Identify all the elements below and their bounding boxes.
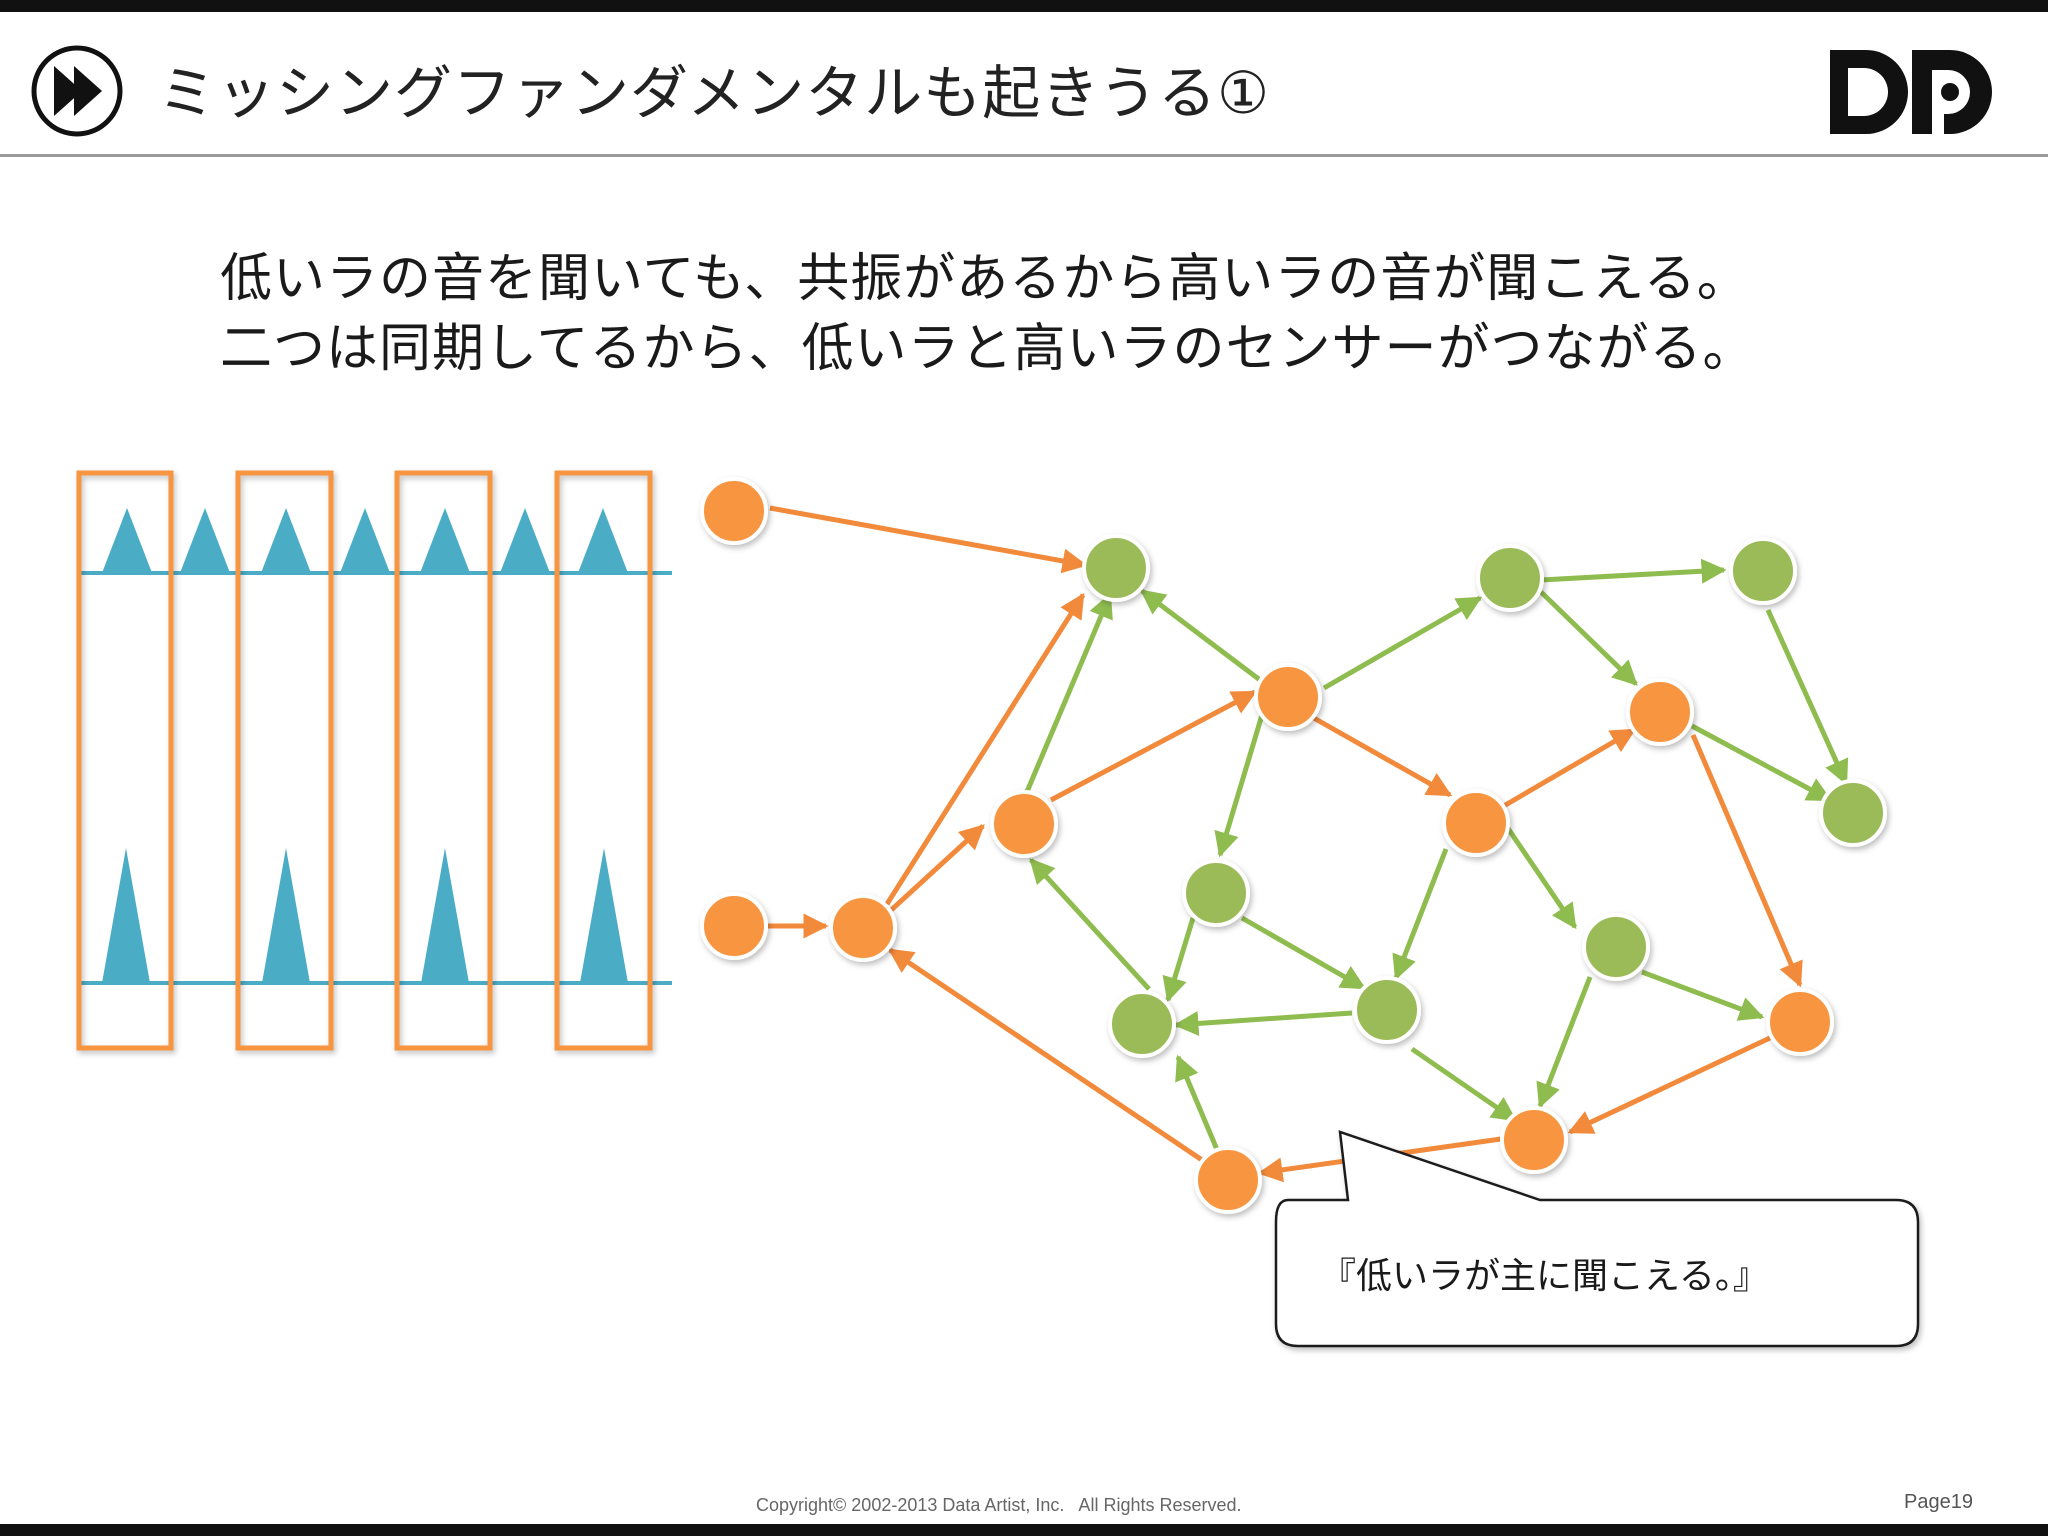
node-orange — [1626, 678, 1694, 746]
node-orange — [1500, 1106, 1568, 1174]
node-orange — [829, 894, 897, 962]
node-orange — [1766, 988, 1834, 1056]
company-logo — [1830, 50, 1992, 134]
explanation-line-2: 二つは同期してるから、低いラと高いラのセンサーがつながる。 — [220, 319, 1756, 379]
node-green — [1082, 534, 1150, 602]
explanation-text: 低いラの音を聞いても、共振があるから高いラの音が聞こえる。 二つは同期してるから… — [220, 244, 1880, 384]
slide-title: ミッシングファンダメンタルも起きうる① — [158, 59, 1271, 127]
node-green — [1582, 913, 1650, 981]
node-orange — [1194, 1146, 1262, 1214]
node-orange — [700, 477, 768, 545]
node-green — [1476, 544, 1544, 612]
play-arrow-icon — [31, 45, 123, 137]
node-orange — [1442, 789, 1510, 857]
copyright-text: Copyright© 2002-2013 Data Artist, Inc. A… — [756, 1495, 1242, 1515]
node-orange — [700, 892, 768, 960]
node-green — [1729, 537, 1797, 605]
callout-text: 『低いラが主に聞こえる。』 — [1320, 1256, 1769, 1297]
slide-header: ミッシングファンダメンタルも起きうる① — [0, 12, 2048, 157]
upper-wave-peaks — [102, 508, 628, 573]
waveform-panel — [76, 470, 672, 1051]
node-orange — [1254, 663, 1322, 731]
node-green — [1353, 976, 1421, 1044]
speech-bubble — [1274, 1130, 1920, 1348]
sync-highlight-boxes — [76, 470, 653, 1051]
network-nodes — [700, 477, 1887, 1214]
node-green — [1182, 859, 1250, 927]
network-edges — [768, 505, 1849, 1183]
node-green — [1108, 990, 1176, 1058]
lower-wave-peaks — [102, 848, 628, 983]
explanation-line-1: 低いラの音を聞いても、共振があるから高いラの音が聞こえる。 — [220, 249, 1750, 309]
node-green — [1819, 779, 1887, 847]
node-orange — [990, 790, 1058, 858]
page-number: Page19 — [1904, 1491, 1973, 1513]
